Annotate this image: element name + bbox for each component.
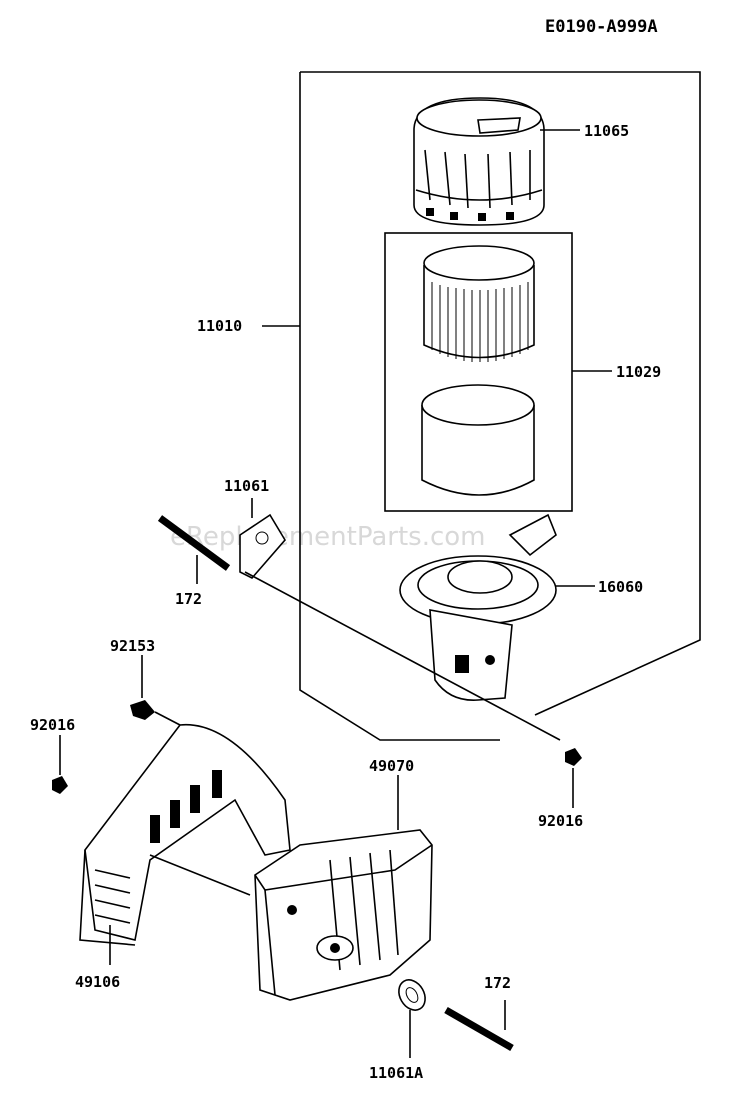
part-label-bolt-top: 172 [175, 590, 202, 608]
filter-element [423, 245, 535, 362]
leader-line-top [244, 571, 561, 741]
element-box [384, 232, 612, 512]
assembly-bracket [262, 71, 701, 741]
muffler [254, 775, 433, 1001]
part-label-nut-left: 92016 [30, 716, 75, 734]
pre-cleaner [421, 384, 535, 496]
leader-line-cover [149, 854, 251, 896]
bolt-top [157, 515, 231, 584]
gasket-bottom [398, 979, 426, 1058]
nut-92016-right [565, 748, 582, 808]
muffler-cover [79, 723, 291, 965]
part-label-element: 11029 [616, 363, 661, 381]
part-label-cover: 11065 [584, 122, 629, 140]
diagram-code: E0190-A999A [545, 17, 658, 37]
part-label-bolt-bottom: 172 [484, 974, 511, 992]
part-label-gasket-top: 11061 [224, 477, 269, 495]
part-label-nut-right: 92016 [538, 812, 583, 830]
part-label-assembly: 11010 [197, 317, 242, 335]
part-label-muffler-cover: 49106 [75, 973, 120, 991]
watermark: eReplacementParts.com [170, 522, 486, 552]
gasket-top [239, 498, 286, 579]
bolt-bottom [444, 1000, 514, 1052]
part-label-muffler: 49070 [369, 757, 414, 775]
part-label-nut-92153: 92153 [110, 637, 155, 655]
part-label-base: 16060 [598, 578, 643, 596]
air-cleaner-base [399, 513, 595, 701]
part-label-gasket-bottom: 11061A [369, 1064, 423, 1082]
air-cleaner-cover [413, 97, 580, 226]
nut-92016-left [52, 735, 68, 794]
nut-92153 [130, 655, 181, 726]
